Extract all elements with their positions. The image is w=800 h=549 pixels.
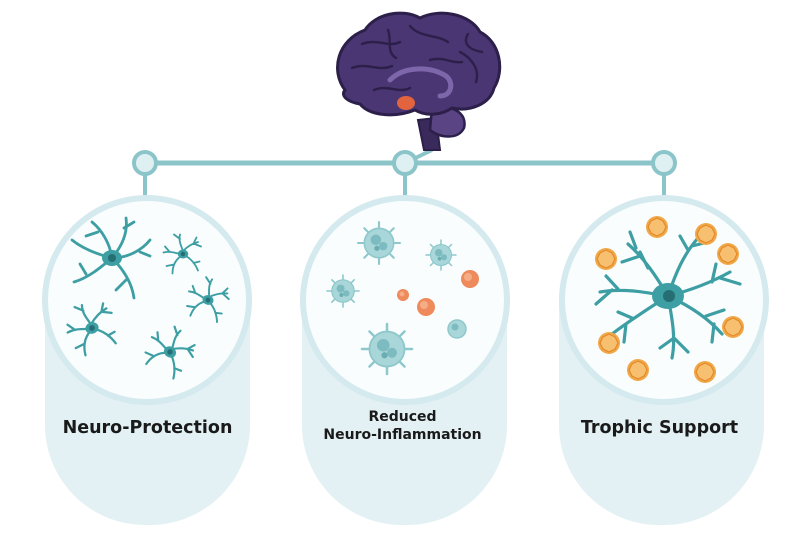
brain-icon xyxy=(336,11,502,151)
label-reduced-neuro-inflammation: Reduced Neuro-Inflammation xyxy=(300,409,505,444)
neuron-icon xyxy=(70,216,152,300)
growth-factor-icon xyxy=(626,358,650,382)
connector-node-2 xyxy=(392,150,418,176)
label-neuro-protection: Neuro-Protection xyxy=(62,418,233,438)
microglia-icon xyxy=(326,274,360,308)
growth-factor-icon xyxy=(721,315,745,339)
growth-factor-icon xyxy=(594,247,618,271)
microglia-icon xyxy=(356,220,402,266)
connector-node-3 xyxy=(651,150,677,176)
growth-factor-icon xyxy=(597,331,621,355)
microglia-icon xyxy=(360,322,414,376)
growth-factor-icon xyxy=(694,222,718,246)
panel-neuro-protection xyxy=(42,195,252,405)
brain-highlight-region xyxy=(397,96,415,110)
connector-node-1 xyxy=(132,150,158,176)
panel-circle-1 xyxy=(42,195,252,405)
connector-line xyxy=(132,148,677,198)
label-trophic-support: Trophic Support xyxy=(580,418,739,438)
panel-neuro-inflammation xyxy=(300,195,510,405)
neuron-icon xyxy=(594,230,742,360)
growth-factor-icon xyxy=(645,215,669,239)
small-microglia-icon xyxy=(447,319,467,339)
microglia-icon xyxy=(425,239,457,271)
growth-factor-icon xyxy=(693,360,717,384)
cytokine-icon xyxy=(397,289,409,301)
cytokine-icon xyxy=(461,270,479,288)
cytokine-icon xyxy=(417,298,435,316)
panel-trophic-support xyxy=(559,195,769,405)
growth-factor-icon xyxy=(716,242,740,266)
label-line-neuro-inflammation: Neuro-Inflammation xyxy=(323,426,482,443)
label-line-reduced: Reduced xyxy=(368,409,437,425)
